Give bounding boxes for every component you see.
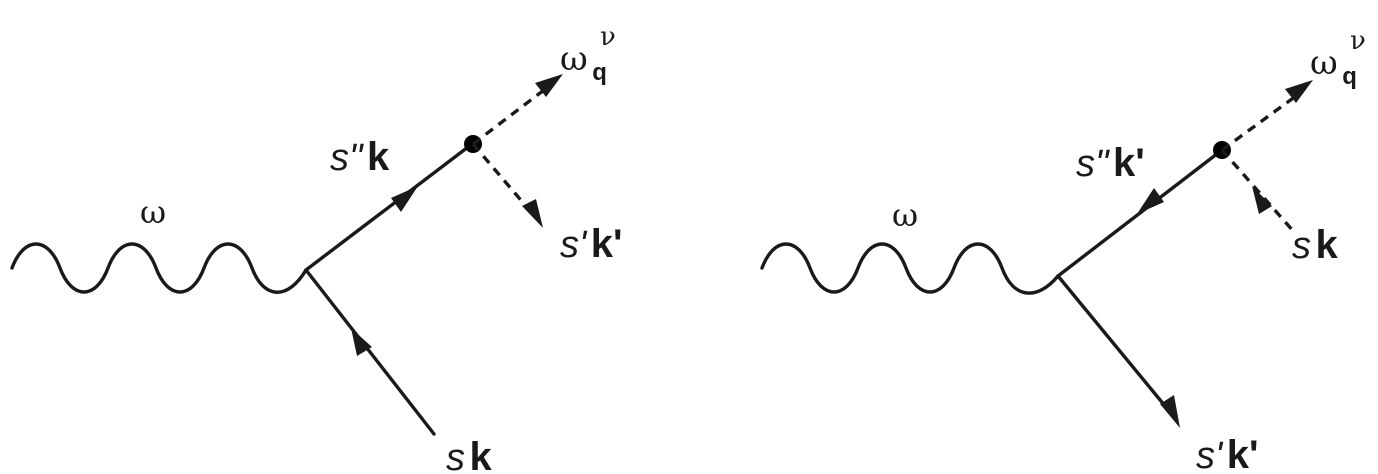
phonon-label-right: ω q [1310, 43, 1357, 90]
photon-line-left [10, 242, 308, 294]
incoming-electron-line-left [304, 268, 436, 436]
incoming-arrow-right [1252, 186, 1272, 214]
photon-label-right: ω [892, 196, 918, 234]
scattered-arrow-left [522, 199, 543, 228]
scattered-label-right: s' k' [1196, 433, 1258, 474]
diagram-left: ω ω q ν s" k s' k' s k [10, 22, 622, 474]
scattered-line-left [471, 142, 533, 214]
scattered-electron-arrow-right [1160, 395, 1180, 428]
intermediate-electron-line-right [1056, 148, 1224, 278]
incoming-label-left: s k [446, 435, 492, 474]
incoming-electron-arrow-left [351, 328, 372, 356]
phonon-label-right-sup: ν [1350, 26, 1366, 56]
phonon-label-left: ω q [560, 39, 607, 86]
phonon-arrow-right [1285, 80, 1313, 103]
intermediate-label-left: s" k [330, 135, 390, 179]
phonon-arrow-left [535, 74, 563, 97]
phonon-label-left-sup: ν [600, 22, 616, 52]
intermediate-electron-arrow-left [391, 186, 418, 212]
phonon-line-right [1220, 94, 1298, 152]
phonon-line-left [471, 88, 546, 146]
intermediate-electron-arrow-right [1137, 188, 1164, 214]
photon-label-left: ω [140, 193, 166, 231]
diagram-right: ω ω q ν s" k' s k s' k' [760, 26, 1366, 474]
intermediate-label-right: s" k' [1076, 141, 1145, 185]
scattered-label-left: s' k' [560, 222, 622, 266]
scattered-electron-line-right [1056, 274, 1172, 414]
intermediate-electron-line-left [304, 142, 474, 272]
incoming-label-right: s k [1292, 223, 1338, 267]
incoming-line-right [1220, 148, 1296, 234]
photon-line-right [760, 242, 1060, 295]
